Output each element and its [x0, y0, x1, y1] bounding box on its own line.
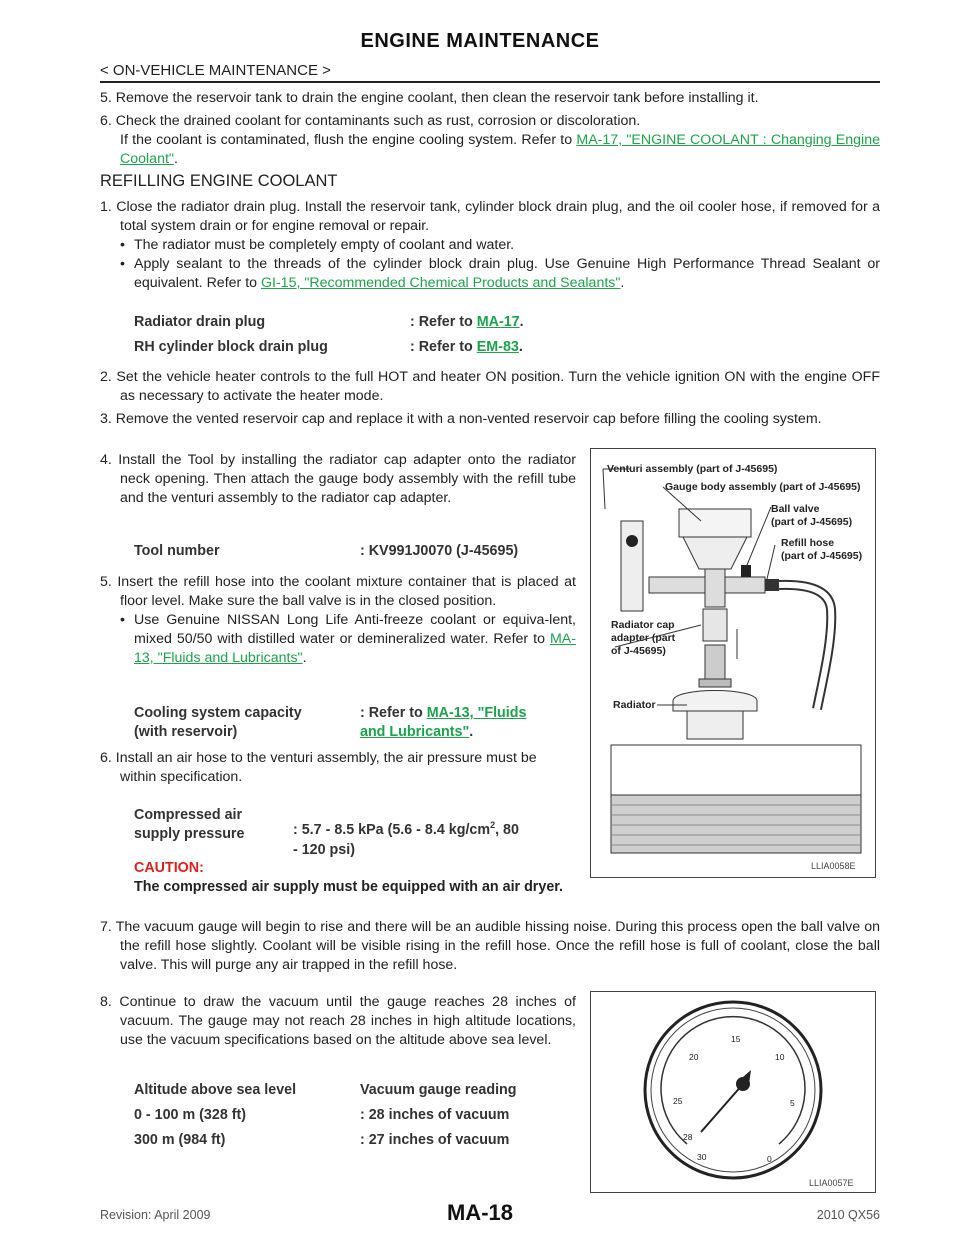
link-ma13-capacity-cont[interactable]: and Lubricants" [360, 724, 470, 740]
air-pressure-value: : 5.7 - 8.5 kPa (5.6 - 8.4 kg/cm2, 80 - … [293, 820, 519, 858]
dial-28: 28 [683, 1132, 693, 1142]
callout-cap-adapter: Radiator cap adapter (part of J-45695) [611, 619, 676, 657]
footer-model: 2010 QX56 [816, 1208, 880, 1222]
tool-diagram [602, 468, 862, 854]
step-5-drain: 5. Remove the reservoir tank to drain th… [100, 90, 759, 106]
vacuum-header: Vacuum gauge reading [360, 1082, 517, 1098]
footer-revision: Revision: April 2009 [100, 1208, 211, 1222]
link-ma17[interactable]: MA-17 [476, 314, 520, 330]
refill-step-3: 3. Remove the vented reservoir cap and r… [100, 411, 822, 427]
page-number: MA-18 [446, 1200, 513, 1225]
caution-text: The compressed air supply must be equipp… [134, 879, 564, 895]
gauge-scale-arc [660, 1015, 806, 1145]
figure-vacuum-gauge: 0 5 10 15 20 25 28 30 LLIA0057E [590, 991, 876, 1193]
dial-25: 25 [673, 1096, 683, 1106]
link-ma13-fluids[interactable]: MA-13, "Fluids and Lubricants" [134, 631, 576, 666]
step-6-check: 6. Check the drained coolant for contami… [100, 113, 880, 167]
page-title: ENGINE MAINTENANCE [360, 30, 600, 52]
altitude-row-2: 300 m (984 ft) [134, 1132, 226, 1148]
tool-number-label: Tool number [134, 543, 220, 559]
link-em83[interactable]: EM-83 [476, 339, 519, 355]
radiator-top [610, 744, 862, 796]
venturi-body [620, 520, 644, 612]
spec-radiator-drain-label: Radiator drain plug [134, 314, 266, 330]
figure-2-code: LLIA0057E [809, 1178, 854, 1188]
altitude-header: Altitude above sea level [134, 1082, 297, 1098]
figure-tool-installation: Venturi assembly (part of J-45695) Gauge… [590, 448, 876, 878]
bullet-genuine-coolant: •Use Genuine NISSAN Long Life Anti-freez… [120, 612, 576, 666]
dial-0: 0 [767, 1154, 772, 1164]
dial-20: 20 [689, 1052, 699, 1062]
refill-step-5: 5. Insert the refill hose into the coola… [100, 574, 576, 666]
callout-venturi: Venturi assembly (part of J-45695) [607, 463, 778, 475]
refill-step-1: 1. Close the radiator drain plug. Instal… [100, 199, 880, 291]
tool-number-value: : KV991J0070 (J-45695) [360, 543, 519, 559]
link-ma13-capacity[interactable]: MA-13, "Fluids [426, 705, 527, 721]
callout-ball-valve: Ball valve (part of J-45695) [771, 503, 853, 528]
vacuum-row-1: : 28 inches of vacuum [360, 1107, 510, 1123]
dial-30: 30 [697, 1152, 707, 1162]
spec-rh-drain-value: : Refer to EM-83. [410, 339, 523, 355]
dial-10: 10 [775, 1052, 785, 1062]
bullet-radiator-empty: •The radiator must be completely empty o… [120, 237, 515, 253]
cap-adapter [702, 608, 728, 642]
refill-step-4: 4. Install the Tool by installing the ra… [100, 452, 576, 506]
refill-step-8: 8. Continue to draw the vacuum until the… [100, 994, 576, 1048]
radiator-core [610, 794, 862, 854]
callout-radiator: Radiator [613, 699, 656, 711]
callout-gauge-body: Gauge body assembly (part of J-45695) [665, 481, 861, 493]
section-title: REFILLING ENGINE COOLANT [100, 172, 338, 190]
link-ma17-coolant[interactable]: MA-17, "ENGINE COOLANT : Changing Engine… [120, 132, 880, 167]
link-gi15-sealants[interactable]: GI-15, "Recommended Chemical Products an… [260, 275, 621, 291]
refill-step-7: 7. The vacuum gauge will begin to rise a… [100, 919, 880, 973]
refill-step-2: 2. Set the vehicle heater controls to th… [100, 369, 880, 404]
altitude-row-1: 0 - 100 m (328 ft) [134, 1107, 247, 1123]
header-divider [100, 81, 880, 83]
bullet-sealant: •Apply sealant to the threads of the cyl… [120, 256, 880, 291]
air-pressure-label: Compressed air supply pressure [134, 807, 245, 842]
gauge-diagram [643, 1000, 823, 1180]
capacity-label: Cooling system capacity (with reservoir) [134, 705, 302, 740]
dial-15: 15 [731, 1034, 741, 1044]
page-subtitle: < ON-VEHICLE MAINTENANCE > [100, 62, 331, 79]
vacuum-row-2: : 27 inches of vacuum [360, 1132, 510, 1148]
gauge-body [678, 508, 752, 538]
spec-rh-drain-label: RH cylinder block drain plug [134, 339, 328, 355]
callout-refill-hose: Refill hose (part of J-45695) [781, 537, 863, 562]
refill-step-6: 6. Install an air hose to the venturi as… [100, 750, 537, 785]
spec-radiator-drain-value: : Refer to MA-17. [410, 314, 524, 330]
gauge-needle [700, 1083, 744, 1133]
dial-5: 5 [790, 1098, 795, 1108]
figure-1-code: LLIA0058E [811, 861, 856, 871]
ball-valve [741, 565, 751, 577]
capacity-value: : Refer to MA-13, "Fluids and Lubricants… [360, 705, 527, 740]
caution-title: CAUTION: [134, 860, 204, 876]
